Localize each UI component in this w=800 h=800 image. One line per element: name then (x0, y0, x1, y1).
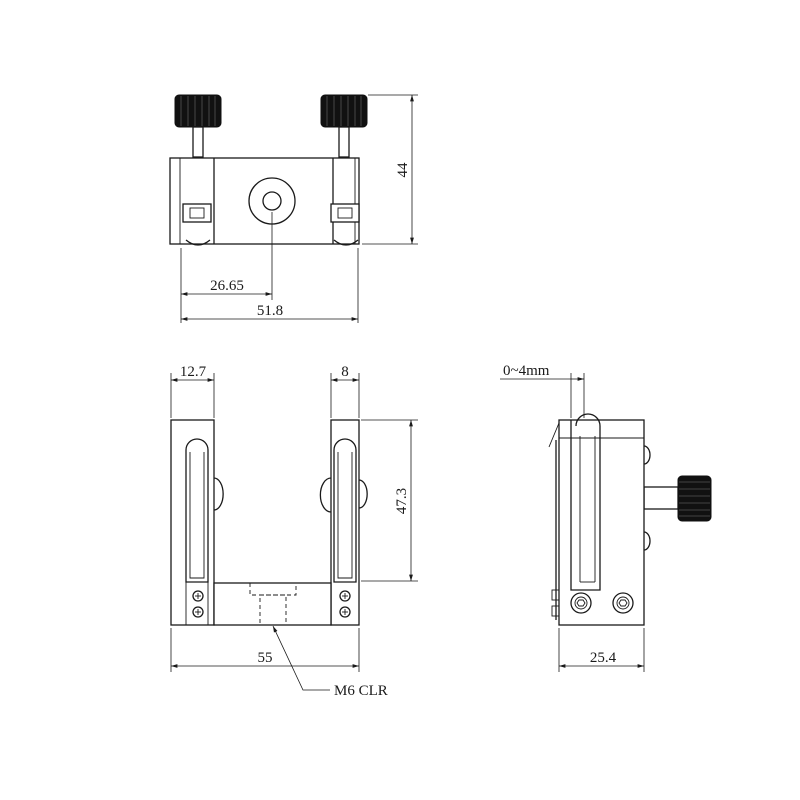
dim-side-travel: 0~4mm (503, 363, 550, 379)
dim-top-center-offset: 26.65 (210, 278, 244, 294)
dim-top-width: 51.8 (257, 303, 283, 319)
front-view: 12.7 8 47.3 55 M6 CLR (170, 364, 418, 699)
screw-icon (192, 590, 204, 602)
socket-screw-icon (612, 592, 634, 614)
dim-front-right-jaw: 8 (341, 364, 349, 380)
screw-icon (192, 606, 204, 618)
dim-top-height: 44 (395, 162, 411, 178)
side-knob-icon (677, 475, 712, 522)
side-body (558, 419, 645, 626)
right-knob-icon (320, 94, 368, 158)
dim-front-height: 47.3 (394, 488, 410, 514)
base-block (213, 582, 332, 626)
left-jaw (170, 419, 215, 626)
dim-front-left-jaw: 12.7 (180, 364, 207, 380)
left-knob-icon (174, 94, 222, 158)
socket-screw-icon (570, 592, 592, 614)
screw-icon (339, 606, 351, 618)
top-view: 44 26.65 51.8 (169, 94, 418, 323)
dim-front-width: 55 (258, 650, 273, 666)
dim-side-depth: 25.4 (590, 650, 617, 666)
side-view: 0~4mm 25.4 (500, 363, 712, 672)
callout-thread: M6 CLR (334, 683, 388, 699)
screw-icon (339, 590, 351, 602)
